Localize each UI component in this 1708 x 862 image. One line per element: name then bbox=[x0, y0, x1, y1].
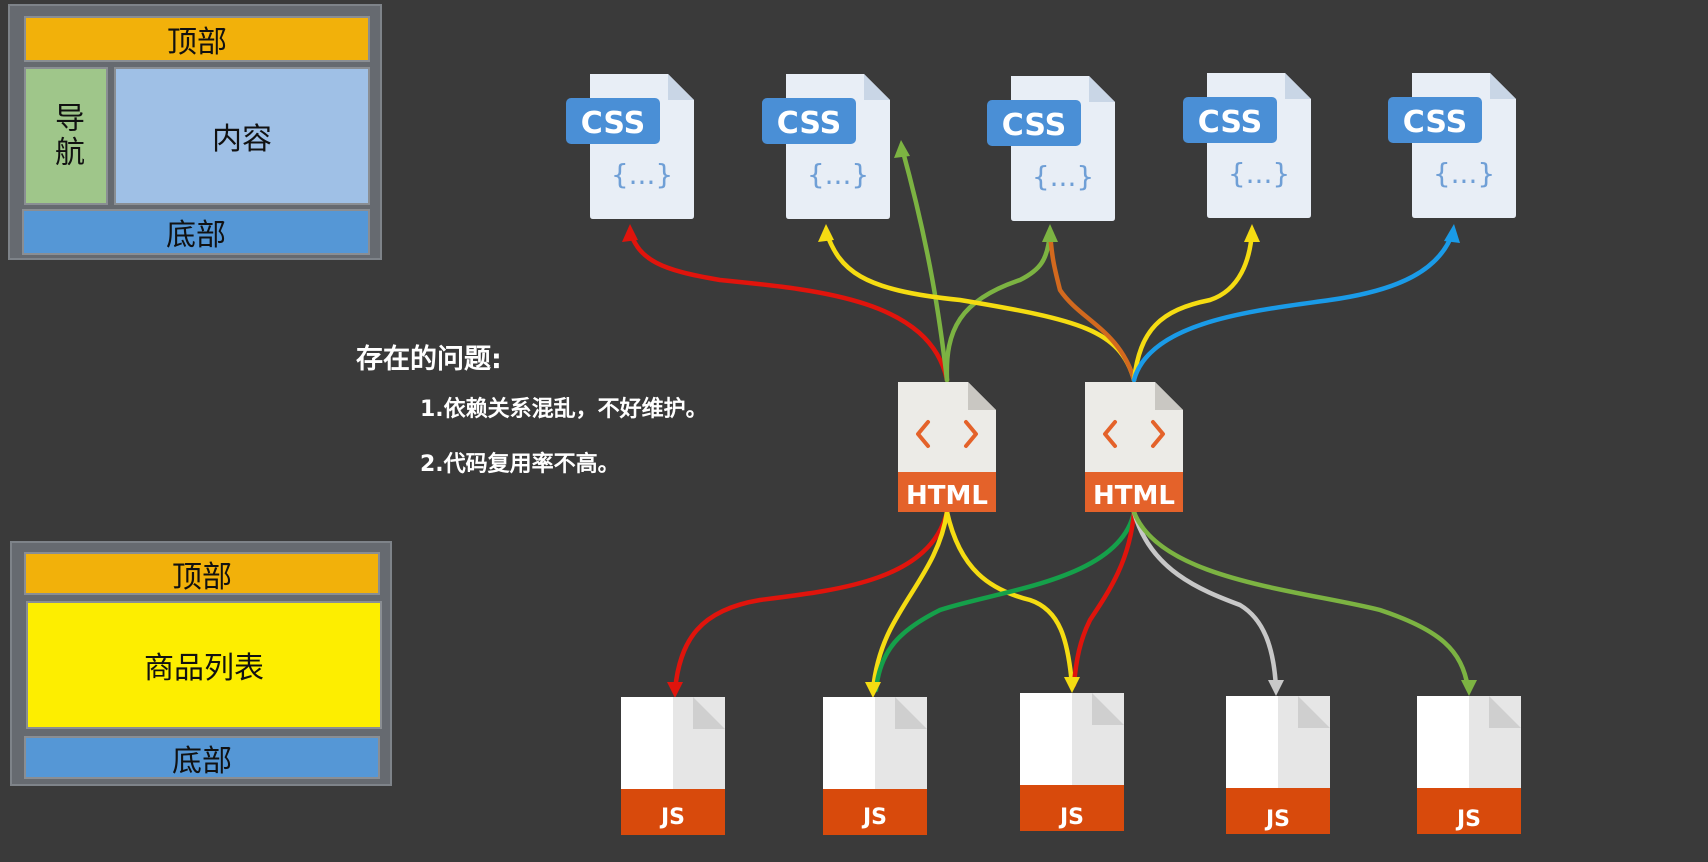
arrow-html2-to-css5 bbox=[1131, 229, 1456, 383]
problem-item-1: 1.依赖关系混乱，不好维护。 bbox=[420, 397, 708, 422]
js-file-4-label: JS bbox=[1264, 807, 1290, 832]
layout-content-label: 内容 bbox=[212, 122, 272, 157]
css-file-3-label: CSS bbox=[1002, 108, 1066, 143]
css-file-2-label: CSS bbox=[777, 106, 841, 141]
arrowheads bbox=[622, 140, 1477, 698]
html-file-1-label: HTML bbox=[906, 481, 988, 511]
layout-bottom-box: 底部 bbox=[22, 209, 370, 255]
layout2-top-label: 顶部 bbox=[172, 559, 232, 595]
layout2-top-box: 顶部 bbox=[24, 552, 380, 595]
layout2-bottom-box: 底部 bbox=[24, 736, 380, 779]
html-file-1: HTML bbox=[896, 380, 998, 514]
css-file-3: CSS {...} bbox=[987, 76, 1115, 221]
arrow-html1-to-js2 bbox=[870, 509, 950, 693]
css-file-4-label: CSS bbox=[1198, 105, 1262, 140]
layout-example-2: 顶部 商品列表 底部 bbox=[10, 541, 392, 786]
layout2-list-box: 商品列表 bbox=[26, 601, 382, 729]
css-file-2-braces: {...} bbox=[807, 158, 869, 191]
css-file-5: CSS {...} bbox=[1388, 73, 1516, 218]
arrow-html2-to-js5 bbox=[1131, 509, 1471, 691]
arrow-html2-to-js4 bbox=[1131, 509, 1279, 691]
css-file-4: CSS {...} bbox=[1183, 73, 1311, 218]
js-file-4: JS bbox=[1226, 696, 1330, 834]
layout-top-box: 顶部 bbox=[24, 16, 370, 62]
css-file-1-label: CSS bbox=[581, 106, 645, 141]
layout-example-1: 顶部 导航 内容 底部 bbox=[8, 4, 382, 260]
arrow-html1-to-js3 bbox=[944, 509, 1075, 688]
css-file-3-braces: {...} bbox=[1032, 160, 1094, 193]
problem-item-2: 2.代码复用率不高。 bbox=[420, 452, 620, 477]
css-file-4-braces: {...} bbox=[1228, 157, 1290, 190]
layout-content-box: 内容 bbox=[114, 67, 370, 205]
arrow-html2-to-css2 bbox=[823, 229, 1137, 383]
arrow-html2-to-js2 bbox=[873, 509, 1137, 693]
arrow-html2-to-css3-orange bbox=[1047, 229, 1137, 383]
js-file-3-label: JS bbox=[1058, 805, 1084, 830]
js-file-3: JS bbox=[1020, 693, 1124, 831]
arrow-html2-to-css4 bbox=[1131, 229, 1255, 383]
layout-top-label: 顶部 bbox=[167, 25, 227, 60]
layout-nav-label: 导航 bbox=[49, 102, 84, 170]
css-file-5-label: CSS bbox=[1403, 105, 1467, 140]
js-file-5: JS bbox=[1417, 696, 1521, 834]
html-file-2: HTML bbox=[1083, 380, 1185, 514]
arrow-html1-to-js1 bbox=[672, 509, 950, 693]
layout2-list-label: 商品列表 bbox=[144, 651, 264, 686]
dependency-arrows bbox=[627, 145, 1471, 693]
layout2-bottom-label: 底部 bbox=[172, 743, 232, 779]
js-file-1: JS bbox=[621, 697, 725, 835]
css-file-5-braces: {...} bbox=[1433, 157, 1495, 190]
arrow-html2-to-js3 bbox=[1071, 509, 1137, 688]
js-file-1-label: JS bbox=[659, 805, 685, 830]
js-file-2: JS bbox=[823, 697, 927, 835]
js-file-2-label: JS bbox=[861, 805, 887, 830]
js-file-5-label: JS bbox=[1455, 807, 1481, 832]
html-file-2-label: HTML bbox=[1093, 481, 1175, 511]
problems-title: 存在的问题: bbox=[356, 344, 502, 375]
layout-bottom-label: 底部 bbox=[166, 218, 226, 253]
arrow-html1-to-css2-green bbox=[899, 145, 950, 383]
css-file-1: CSS {...} bbox=[566, 74, 694, 219]
arrow-html1-to-css3 bbox=[944, 229, 1053, 383]
css-file-2: CSS {...} bbox=[762, 74, 890, 219]
css-file-1-braces: {...} bbox=[611, 158, 673, 191]
arrow-html1-to-css1 bbox=[627, 229, 950, 383]
layout-nav-box: 导航 bbox=[24, 67, 108, 205]
